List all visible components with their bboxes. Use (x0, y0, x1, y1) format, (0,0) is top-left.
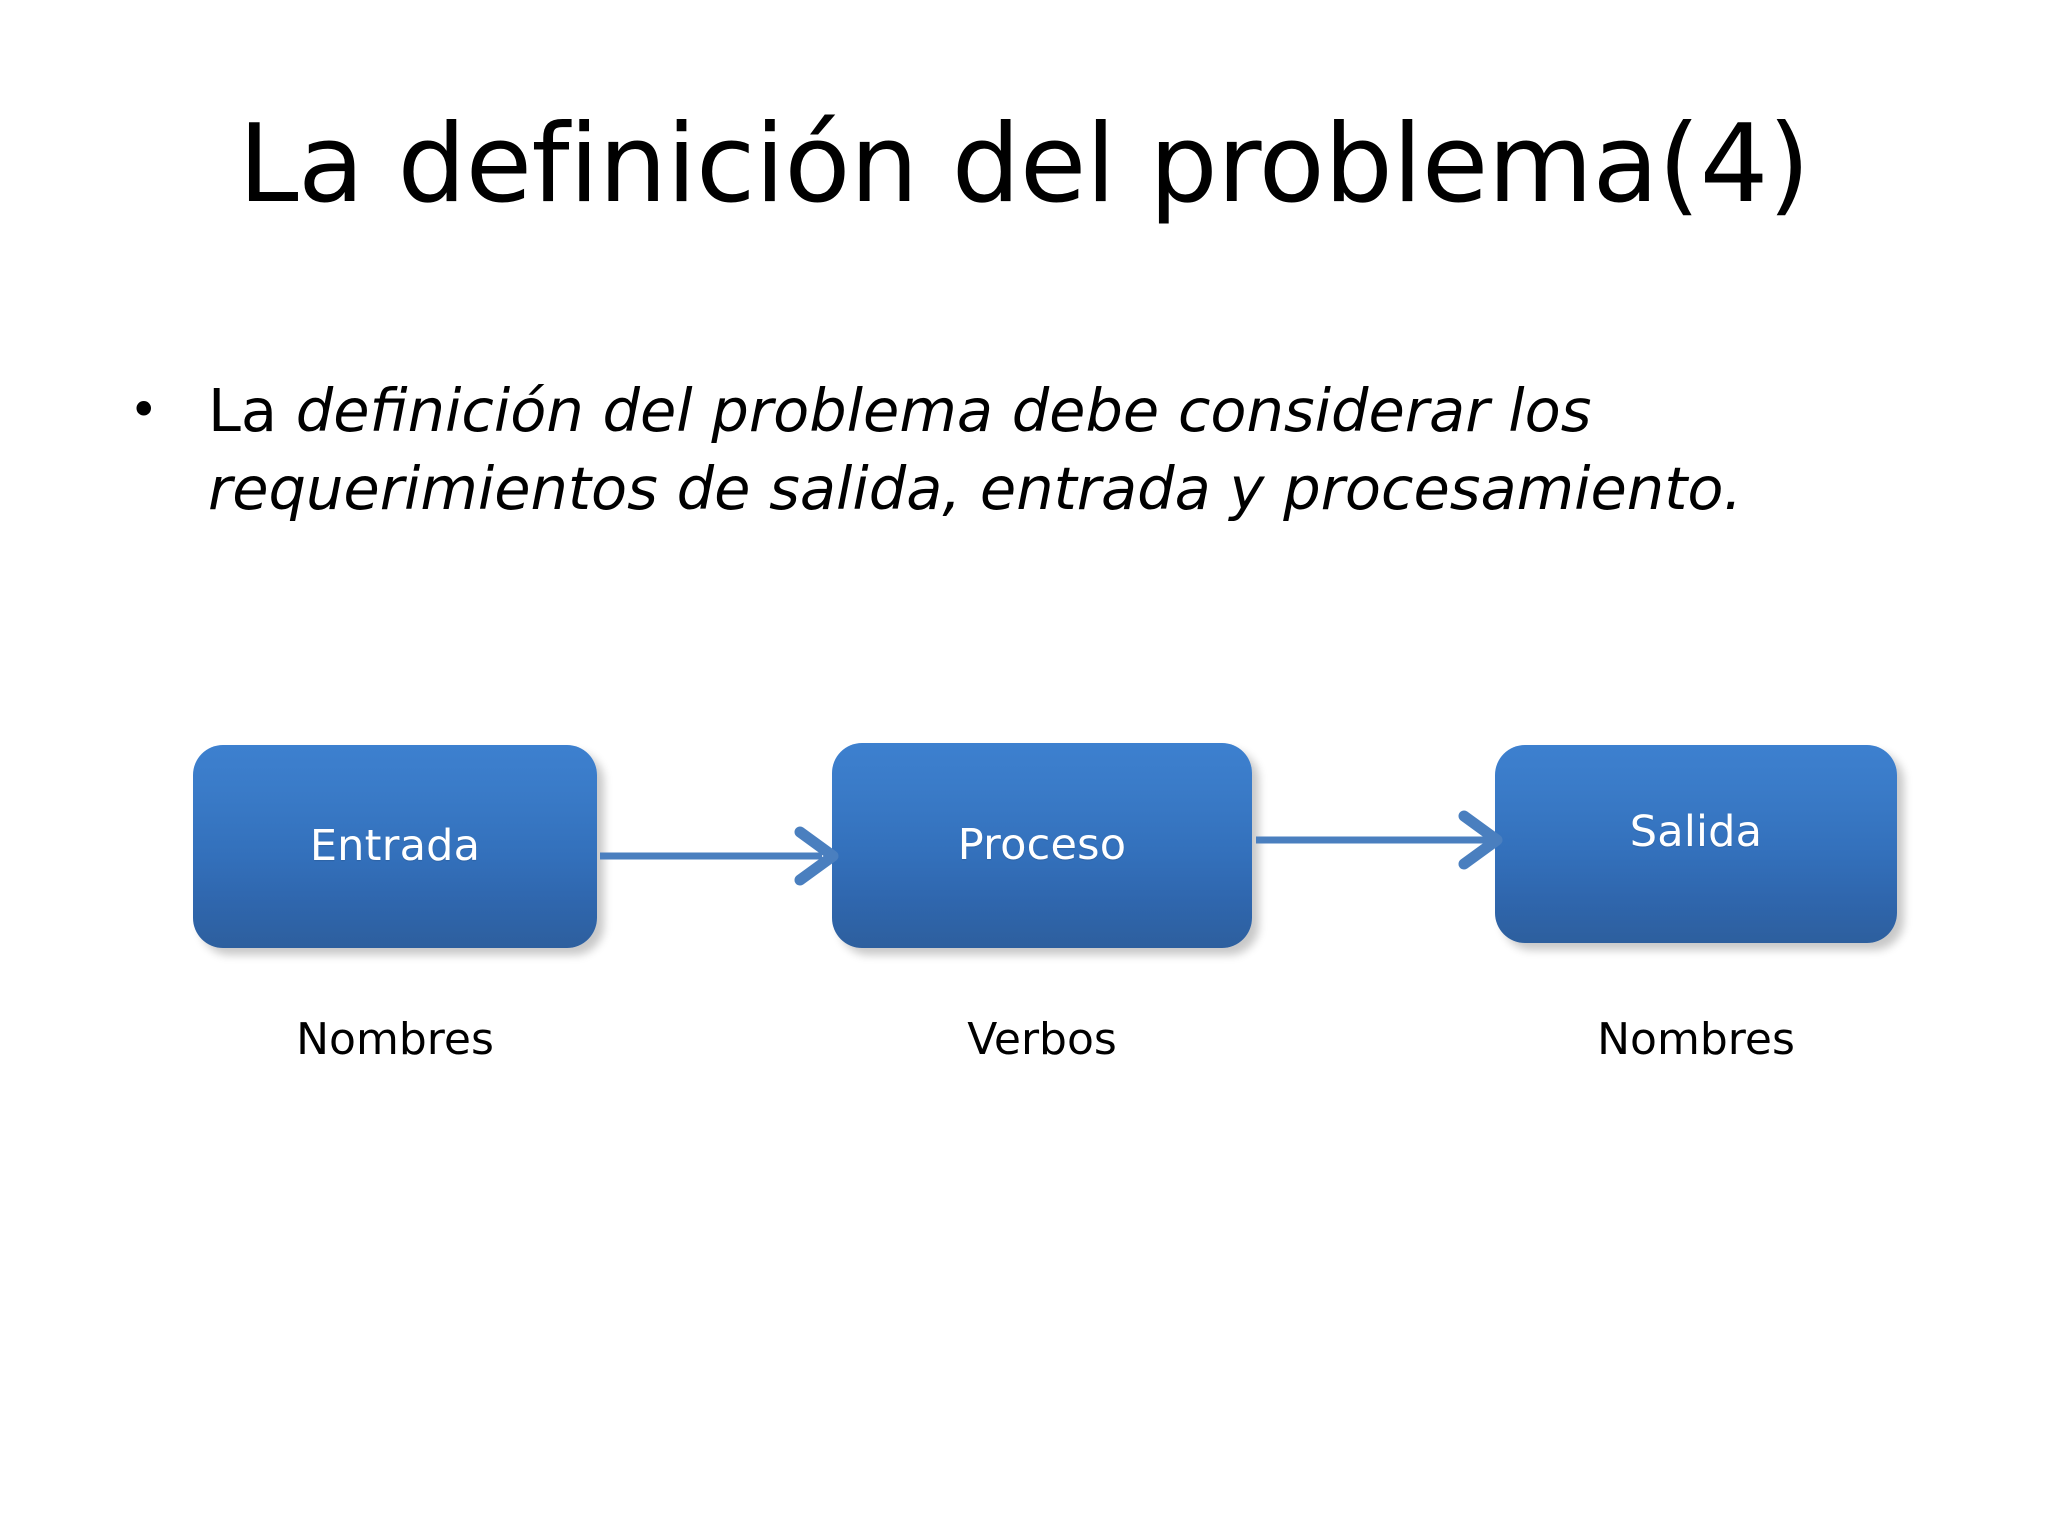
flow-node-proceso-label: Proceso (957, 820, 1127, 870)
bullet-text-emphasis-line2: requerimientos de salida, entrada y proc… (208, 453, 1743, 523)
flow-node-entrada[interactable]: Entrada (193, 745, 597, 948)
arrow-head-icon (1458, 810, 1503, 870)
body-content: • La definición del problema debe consid… (118, 372, 1958, 528)
flow-node-entrada-caption: Nombres (296, 1014, 494, 1065)
arrow-head-icon (794, 826, 839, 886)
flow-node-entrada-label: Entrada (309, 821, 481, 871)
flow-node-salida[interactable]: Salida (1495, 745, 1897, 943)
page-title: La definición del problema(4) (238, 102, 1810, 227)
flow-node-proceso[interactable]: Proceso (832, 743, 1252, 948)
list-item: • La definición del problema debe consid… (118, 372, 1958, 528)
bullet-text-plain: La (208, 376, 296, 445)
bullet-text-emphasis-line1: definición del problema debe considerar … (295, 376, 1592, 445)
flow-connector-proceso-salida (1256, 810, 1503, 870)
flow-connector-entrada-proceso (600, 826, 839, 886)
bullet-marker-icon: • (129, 381, 159, 439)
flow-node-salida-caption: Nombres (1597, 1014, 1795, 1065)
flow-node-salida-label: Salida (1629, 807, 1763, 857)
flow-node-proceso-caption: Verbos (967, 1014, 1117, 1065)
